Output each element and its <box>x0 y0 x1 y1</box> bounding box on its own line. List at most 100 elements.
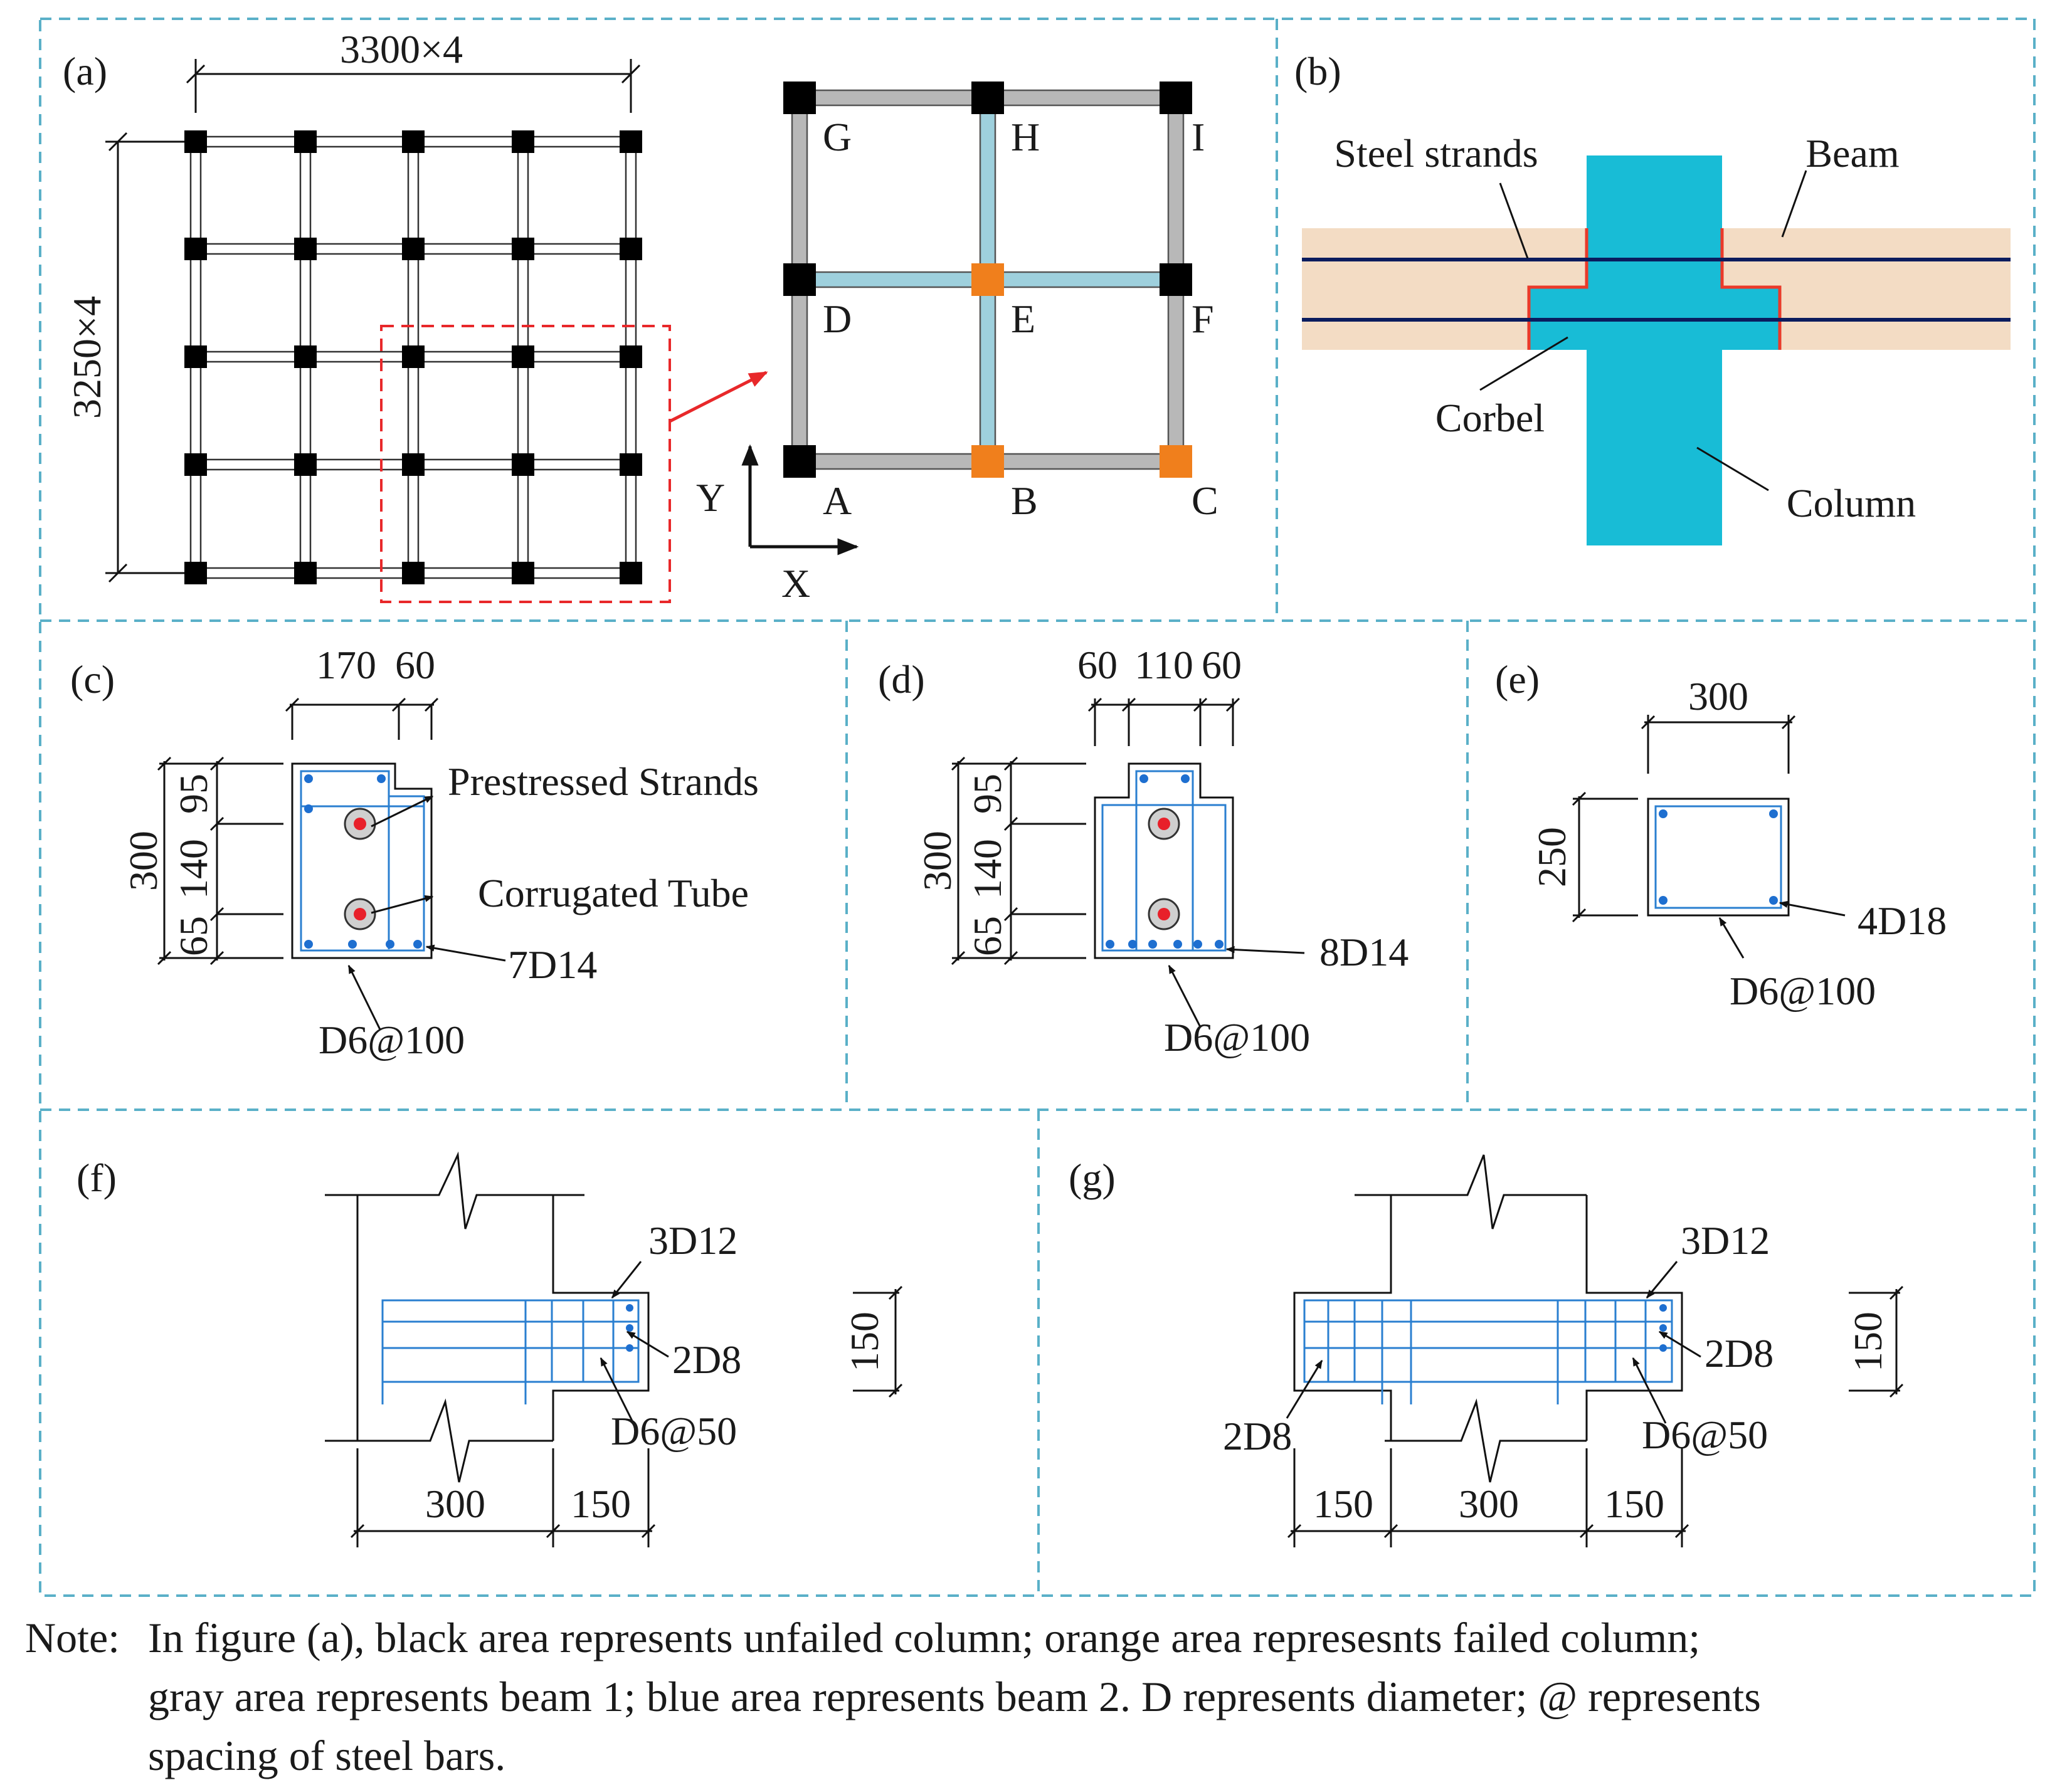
dimension-label-left: 3250×4 <box>65 296 109 419</box>
column-body <box>1529 155 1780 545</box>
column-B <box>971 445 1004 478</box>
panel-label-c: (c) <box>70 657 115 702</box>
corbel-outline-f <box>325 1151 650 1483</box>
dim-f-150v: 150 <box>842 1312 887 1372</box>
node-labels: G H I D E F A B C <box>823 115 1218 523</box>
dim-e-300: 300 <box>1688 674 1748 719</box>
dim-g-300: 300 <box>1459 1482 1519 1526</box>
dimension-label-top: 3300×4 <box>340 27 463 71</box>
column-D <box>783 263 816 296</box>
dim-c-300: 300 <box>121 831 166 891</box>
label-rebars-e: 4D18 <box>1858 898 1947 943</box>
dim-c-95: 95 <box>171 774 216 814</box>
dimension-left-a <box>105 132 194 583</box>
dimension-top-a <box>186 59 641 113</box>
node-label-C: C <box>1192 478 1218 523</box>
note-line-1: In figure (a), black area represents unf… <box>148 1614 1701 1661</box>
node-label-G: G <box>823 115 852 159</box>
stirrup-outline <box>300 770 425 952</box>
dim-d-95: 95 <box>965 774 1010 814</box>
corrugated-tubes <box>344 808 376 930</box>
reinforcement-g <box>1303 1299 1673 1404</box>
dim-g-150v: 150 <box>1846 1312 1890 1372</box>
stirrup-outline-e <box>1654 805 1782 909</box>
rebars-e <box>1659 809 1778 905</box>
dim-d-300: 300 <box>915 831 959 891</box>
label-d6-50-g: D6@50 <box>1642 1413 1768 1457</box>
dim-d-65: 65 <box>965 916 1010 956</box>
panel-b: (b) Steel strands Beam Corbel Column <box>1294 49 2011 545</box>
beam-section-outline-d <box>1094 762 1234 959</box>
column-A <box>783 445 816 478</box>
dim-d-110: 110 <box>1134 643 1193 687</box>
reinforcement-f <box>381 1299 640 1404</box>
panel-a: (a) 3300×4 3250×4 <box>63 27 1218 606</box>
panel-label-f: (f) <box>77 1156 117 1200</box>
panel-e: (e) 300 250 4D18 D6@100 <box>1495 657 1947 1013</box>
dim-e-250: 250 <box>1530 827 1574 887</box>
dim-g-150b: 150 <box>1604 1482 1664 1526</box>
label-2d8-g: 2D8 <box>1705 1331 1773 1376</box>
column-E <box>971 263 1004 296</box>
node-label-B: B <box>1011 478 1038 523</box>
label-3d12-f: 3D12 <box>648 1218 737 1263</box>
label-stirrup-e: D6@100 <box>1730 969 1876 1013</box>
dim-d-60b: 60 <box>1202 643 1242 687</box>
panel-label-b: (b) <box>1294 49 1341 93</box>
label-beam: Beam <box>1805 131 1899 176</box>
node-label-A: A <box>823 478 852 523</box>
column-section-outline <box>1647 798 1790 917</box>
note-line-3: spacing of steel bars. <box>148 1732 506 1779</box>
axis-indicator <box>741 444 859 556</box>
panel-label-e: (e) <box>1495 657 1540 702</box>
zoom-columns <box>783 82 1192 478</box>
node-label-F: F <box>1192 297 1214 341</box>
dim-c-60: 60 <box>395 643 435 687</box>
label-3d12-g: 3D12 <box>1681 1218 1770 1263</box>
node-label-H: H <box>1011 115 1040 159</box>
panel-borders <box>39 18 2036 1597</box>
dim-d-140: 140 <box>965 839 1010 899</box>
panel-d: (d) 60 110 <box>878 643 1409 1060</box>
label-prestressed-strands: Prestressed Strands <box>448 759 759 804</box>
label-rebars-d: 8D14 <box>1319 930 1409 974</box>
rebars-d <box>1106 774 1224 949</box>
dim-c-170: 170 <box>316 643 376 687</box>
node-label-I: I <box>1192 115 1205 159</box>
column-I <box>1160 82 1192 114</box>
zoom-arrow <box>669 371 768 423</box>
grid-columns <box>184 130 642 584</box>
label-stirrup-c: D6@100 <box>319 1018 465 1062</box>
panel-label-g: (g) <box>1069 1156 1116 1200</box>
corbel-outline-g <box>1293 1154 1683 1483</box>
label-corbel: Corbel <box>1435 396 1545 440</box>
note-line-2: gray area represents beam 1; blue area r… <box>148 1673 1761 1720</box>
beam-section-outline <box>291 762 433 959</box>
panel-c: (c) 170 60 3 <box>70 643 759 1062</box>
panel-g: (g) <box>1069 1154 1904 1547</box>
node-label-D: D <box>823 297 852 341</box>
label-2d8-f: 2D8 <box>672 1337 741 1382</box>
node-label-E: E <box>1011 297 1035 341</box>
panel-label-d: (d) <box>878 657 925 702</box>
highlight-region <box>380 325 671 603</box>
dim-f-300: 300 <box>425 1482 485 1526</box>
label-rebars-c: 7D14 <box>508 942 597 987</box>
label-corrugated-tube: Corrugated Tube <box>478 871 749 915</box>
dim-g-150a: 150 <box>1313 1482 1373 1526</box>
column-G <box>783 82 816 114</box>
column-F <box>1160 263 1192 296</box>
axis-label-y: Y <box>696 475 725 520</box>
dim-c-65: 65 <box>171 916 216 956</box>
panel-f: (f) <box>77 1151 903 1547</box>
axis-label-x: X <box>781 561 810 606</box>
label-d6-50-f: D6@50 <box>611 1409 737 1453</box>
label-column: Column <box>1787 481 1916 525</box>
column-H <box>971 82 1004 114</box>
rebars <box>304 774 422 949</box>
dim-c-140: 140 <box>171 839 216 899</box>
label-stirrup-d: D6@100 <box>1164 1015 1310 1060</box>
label-steel-strands: Steel strands <box>1334 131 1538 176</box>
dim-d-60a: 60 <box>1077 643 1118 687</box>
